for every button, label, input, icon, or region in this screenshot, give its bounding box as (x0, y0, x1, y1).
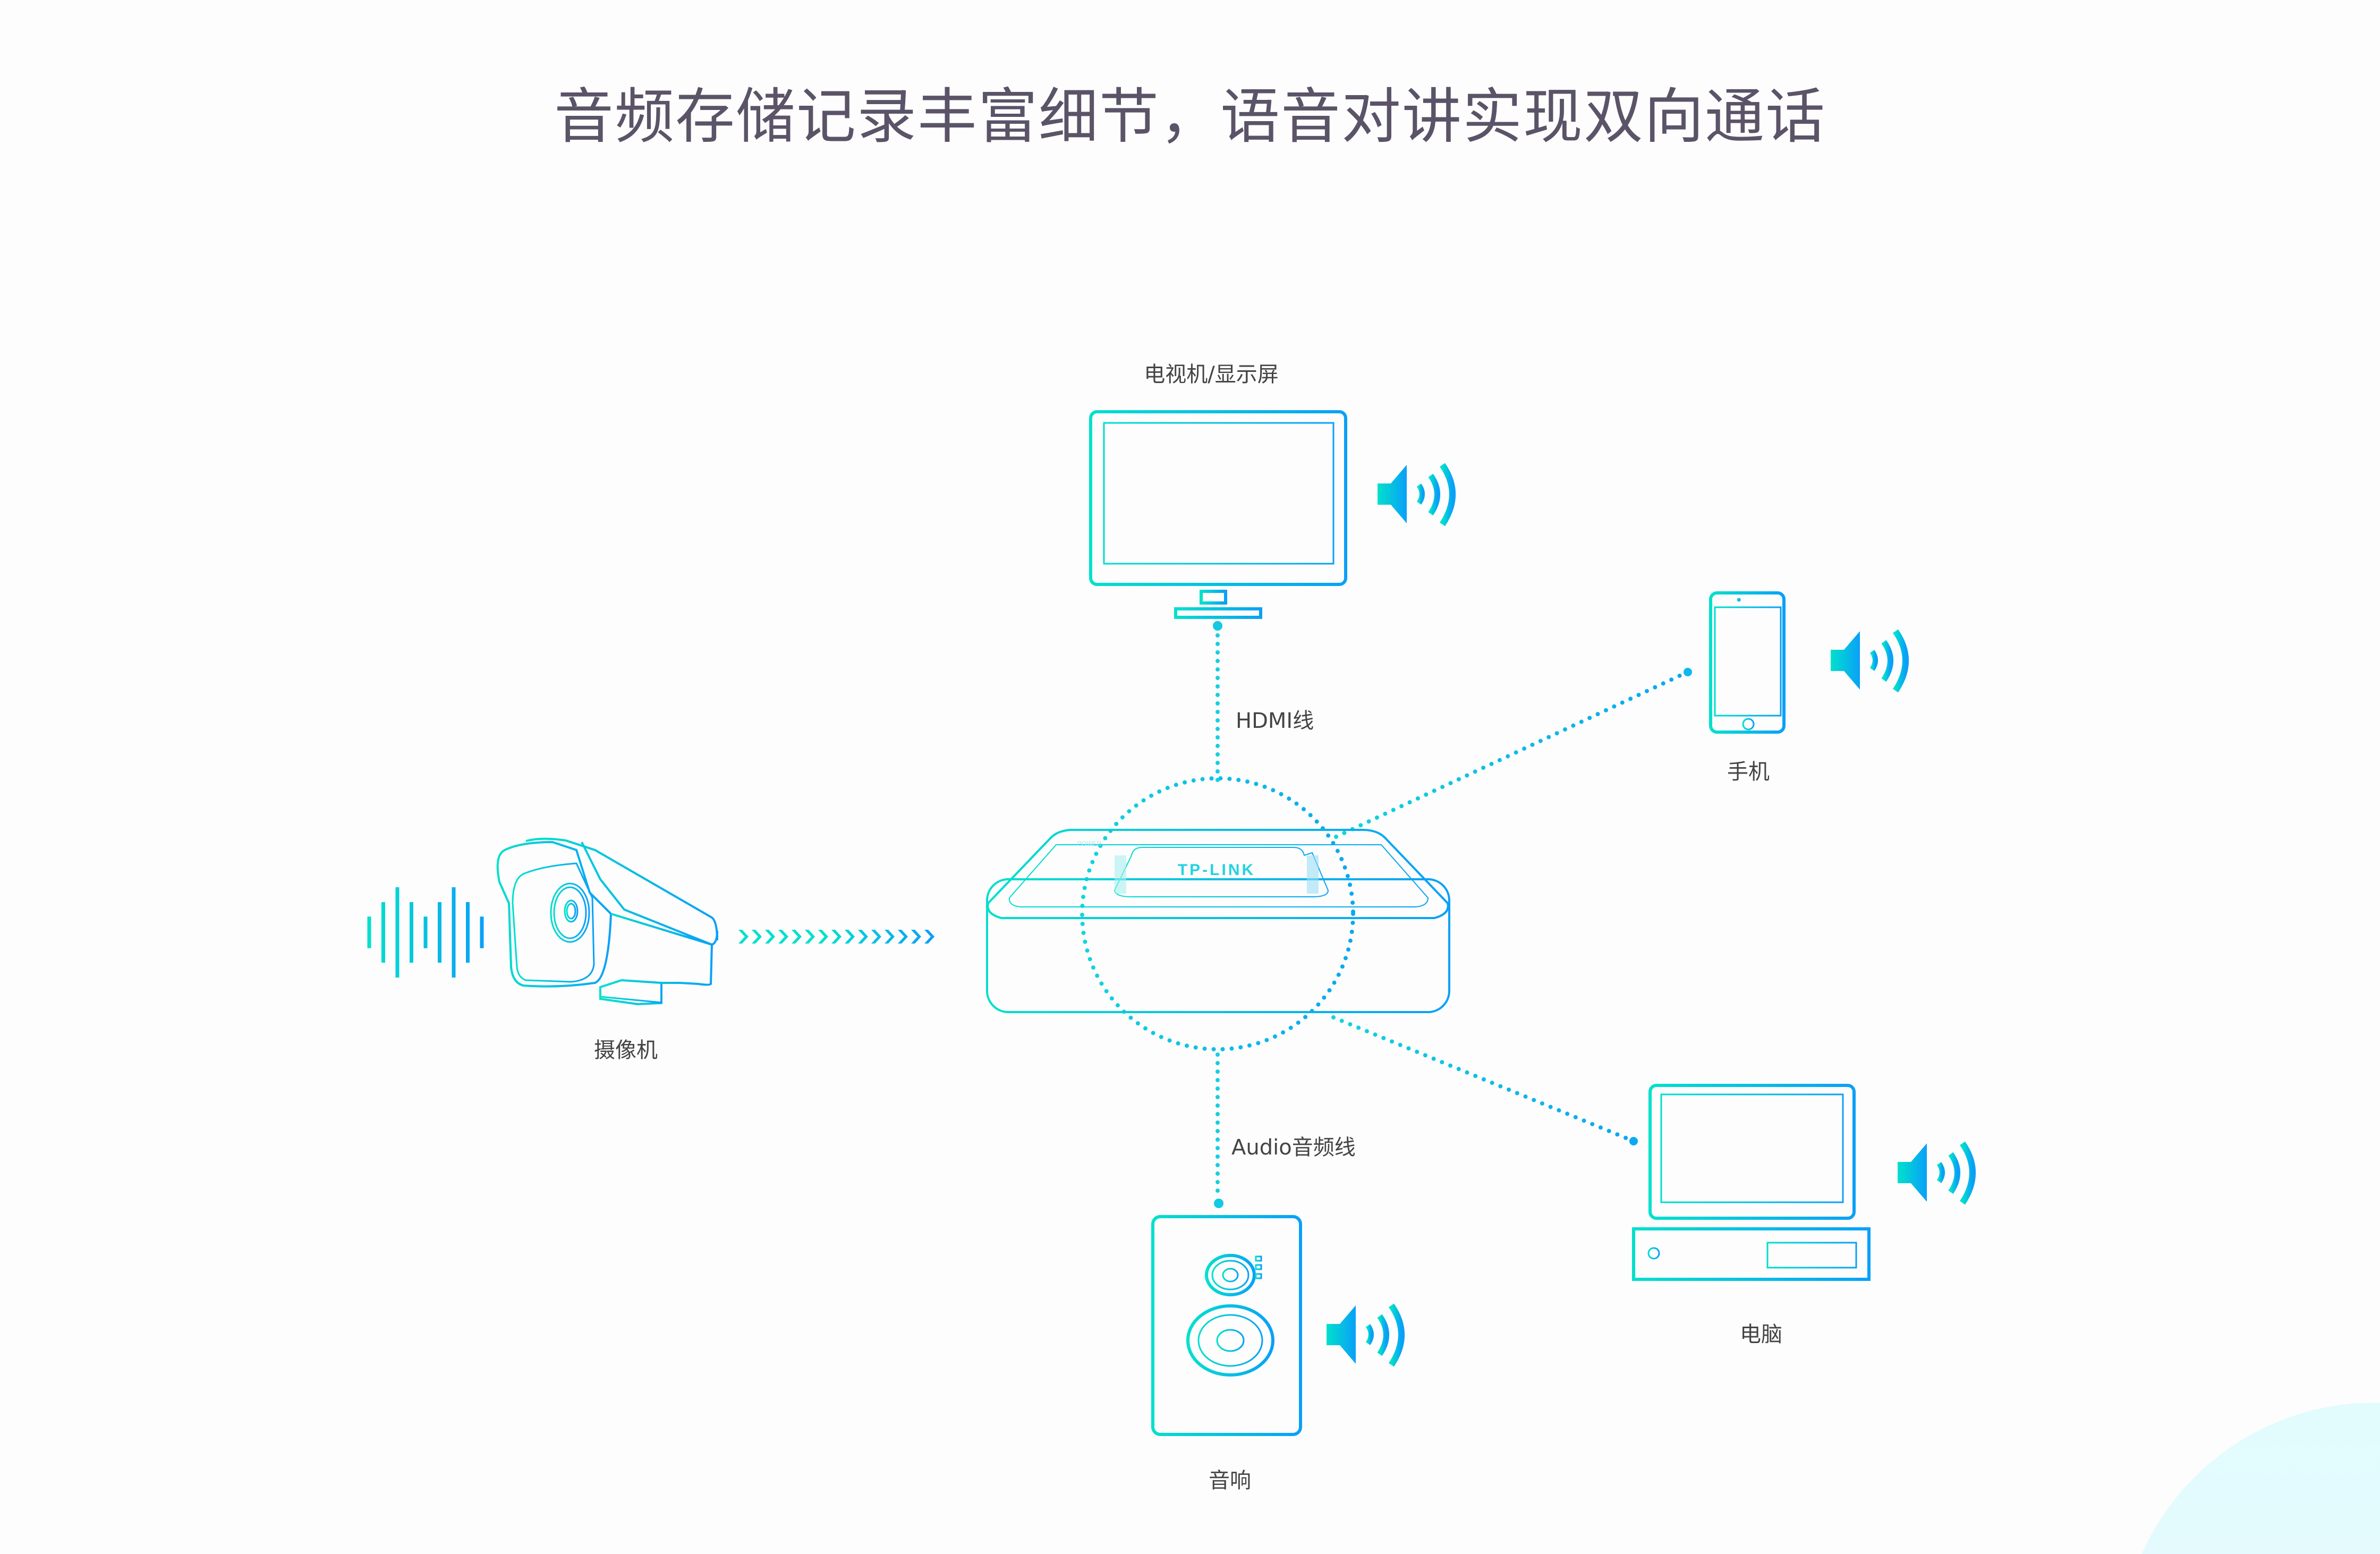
tv-speaker-icon (1378, 465, 1452, 524)
chevron-arrow (831, 930, 842, 944)
chevron-arrow (752, 930, 762, 944)
audio-device: 音响 (1151, 1215, 1401, 1493)
computer-device: 电脑 (1632, 1084, 1973, 1347)
chevron-arrow (898, 930, 908, 944)
hdmi-connection: HDMI线 (1213, 621, 1314, 783)
chevron-arrow (765, 930, 775, 944)
nvr-signal-circle (1080, 776, 1355, 1051)
audio-connection: Audio音频线 (1214, 1052, 1356, 1208)
tv-device: 电视机/显示屏 (1089, 362, 1452, 619)
chevron-arrow (885, 930, 895, 944)
tv-stand-neck (1200, 590, 1227, 605)
nvr-brand-logo: TP-LINK (1178, 861, 1255, 879)
chevron-arrow (805, 930, 815, 944)
bullet-camera-icon (496, 837, 718, 1006)
loudspeaker-icon (1151, 1215, 1302, 1436)
nvr-recorder-icon: TP-LINK POWER (986, 829, 1450, 1013)
chevron-arrow (924, 930, 934, 944)
page-title: 音频存储记录丰富细节，语音对讲实现双向通话 (554, 82, 1826, 151)
chevron-arrow (818, 930, 828, 944)
chevron-arrow (845, 930, 855, 944)
audio-speaker-icon (1327, 1305, 1401, 1365)
phone-dotted-line (1334, 672, 1686, 839)
hdmi-label: HDMI线 (1236, 709, 1314, 733)
chevron-arrow (911, 930, 921, 944)
connection-dot (1213, 621, 1222, 631)
chevron-arrow (871, 930, 881, 944)
tv-monitor-icon (1089, 410, 1347, 586)
camera-label: 摄像机 (594, 1038, 658, 1063)
audio-label: 音响 (1209, 1468, 1251, 1493)
tv-stand-base (1174, 607, 1262, 619)
computer-dotted-line (1331, 1015, 1632, 1142)
chevron-arrow (858, 930, 868, 944)
phone-label: 手机 (1727, 760, 1770, 784)
desktop-computer-icon (1648, 1084, 1856, 1220)
nvr-power-label: POWER (1077, 840, 1102, 847)
computer-label: 电脑 (1740, 1322, 1782, 1347)
chevron-arrow (778, 930, 788, 944)
phone-screen (1714, 606, 1782, 717)
chevron-right-icon (738, 930, 934, 944)
audio-cable-label: Audio音频线 (1231, 1135, 1356, 1160)
corner-decoration (2141, 1403, 2380, 1554)
phone-home-button (1742, 718, 1755, 731)
tv-label: 电视机/显示屏 (1144, 362, 1278, 387)
connection-dot (1629, 1137, 1638, 1145)
chevron-arrow (792, 930, 802, 944)
computer-screen (1660, 1093, 1844, 1203)
computer-case (1632, 1227, 1871, 1281)
connection-dot (1684, 668, 1692, 676)
phone-device: 手机 (1709, 591, 1906, 784)
smartphone-icon (1709, 591, 1786, 734)
camera-device: 摄像机 (367, 837, 934, 1063)
computer-speaker-icon (1898, 1143, 1973, 1203)
phone-speaker-icon (1831, 631, 1906, 691)
connection-dot (1214, 1199, 1223, 1208)
tv-screen (1103, 422, 1334, 565)
sound-wave-icon (367, 887, 484, 978)
chevron-arrow (738, 930, 749, 944)
